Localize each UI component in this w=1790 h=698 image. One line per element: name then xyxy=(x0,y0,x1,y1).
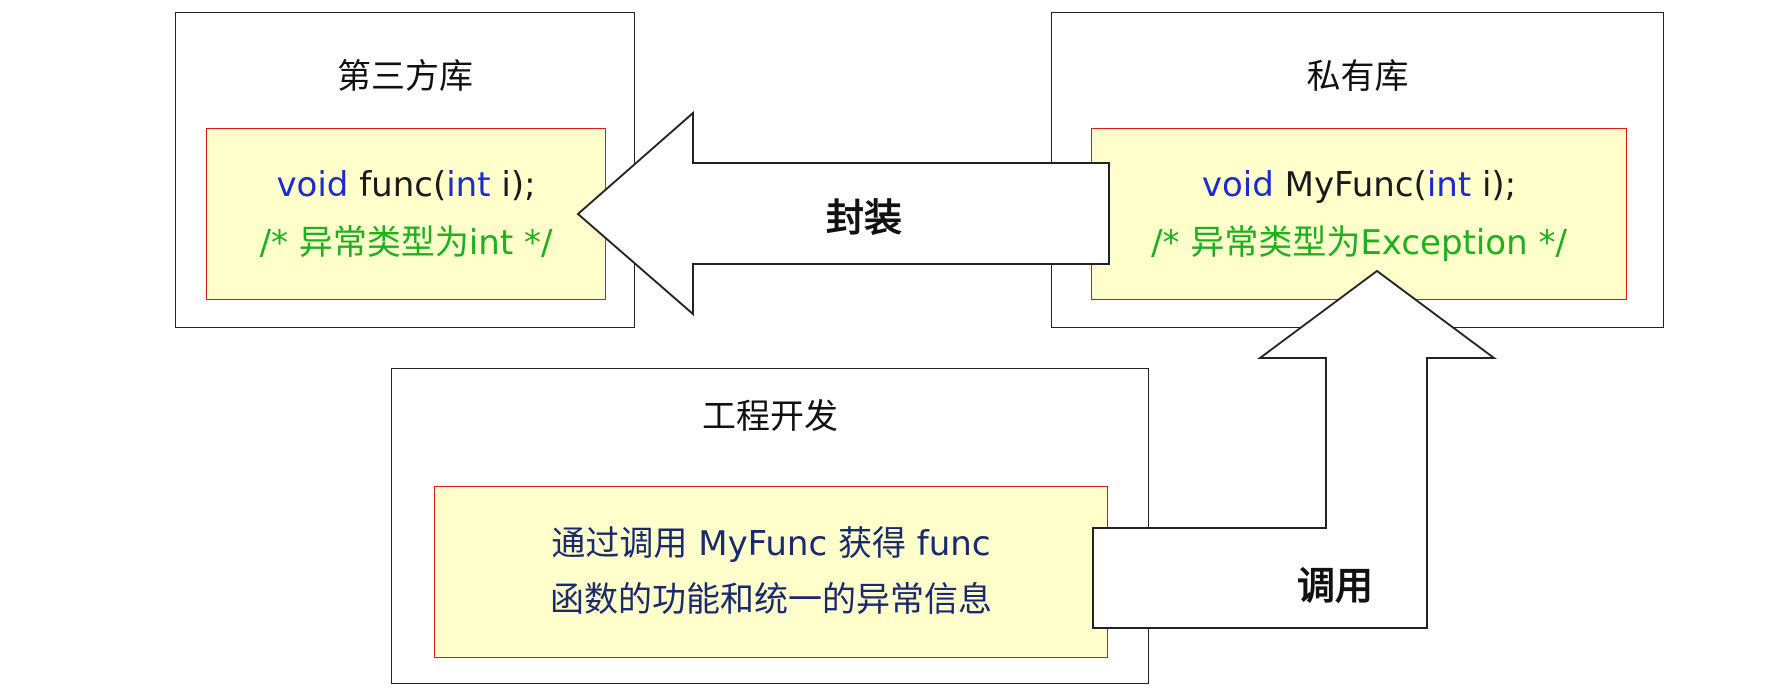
signature-tail: i); xyxy=(1471,165,1517,205)
function-name: MyFunc( xyxy=(1273,165,1427,205)
keyword-int: int xyxy=(1426,165,1472,205)
signature-tail: i); xyxy=(490,165,536,205)
wrap-arrow-label: 封装 xyxy=(826,196,903,240)
project-development-title: 工程开发 xyxy=(702,397,838,437)
func-signature: void func(int i); xyxy=(276,156,535,214)
myfunc-signature: void MyFunc(int i); xyxy=(1202,156,1516,214)
call-arrow xyxy=(1092,269,1498,629)
keyword-int: int xyxy=(446,165,491,205)
third-party-code-box: void func(int i); /* 异常类型为int */ xyxy=(206,128,606,300)
project-development-box: 工程开发 通过调用 MyFunc 获得 func 函数的功能和统一的异常信息 xyxy=(391,368,1149,684)
description-line-2: 函数的功能和统一的异常信息 xyxy=(550,580,992,620)
project-description-box: 通过调用 MyFunc 获得 func 函数的功能和统一的异常信息 xyxy=(434,486,1108,658)
third-party-library-title: 第三方库 xyxy=(337,57,473,97)
exception-comment: /* 异常类型为int */ xyxy=(259,223,553,263)
keyword-void: void xyxy=(1201,165,1274,205)
exception-comment: /* 异常类型为Exception */ xyxy=(1151,223,1567,263)
private-library-title: 私有库 xyxy=(1306,57,1409,97)
keyword-void: void xyxy=(276,165,349,205)
wrap-arrow xyxy=(576,110,1110,317)
function-name: func( xyxy=(348,165,447,205)
call-arrow-label: 调用 xyxy=(1297,564,1374,608)
description-line-1: 通过调用 MyFunc 获得 func xyxy=(551,524,991,564)
third-party-library-box: 第三方库 void func(int i); /* 异常类型为int */ xyxy=(175,12,635,328)
